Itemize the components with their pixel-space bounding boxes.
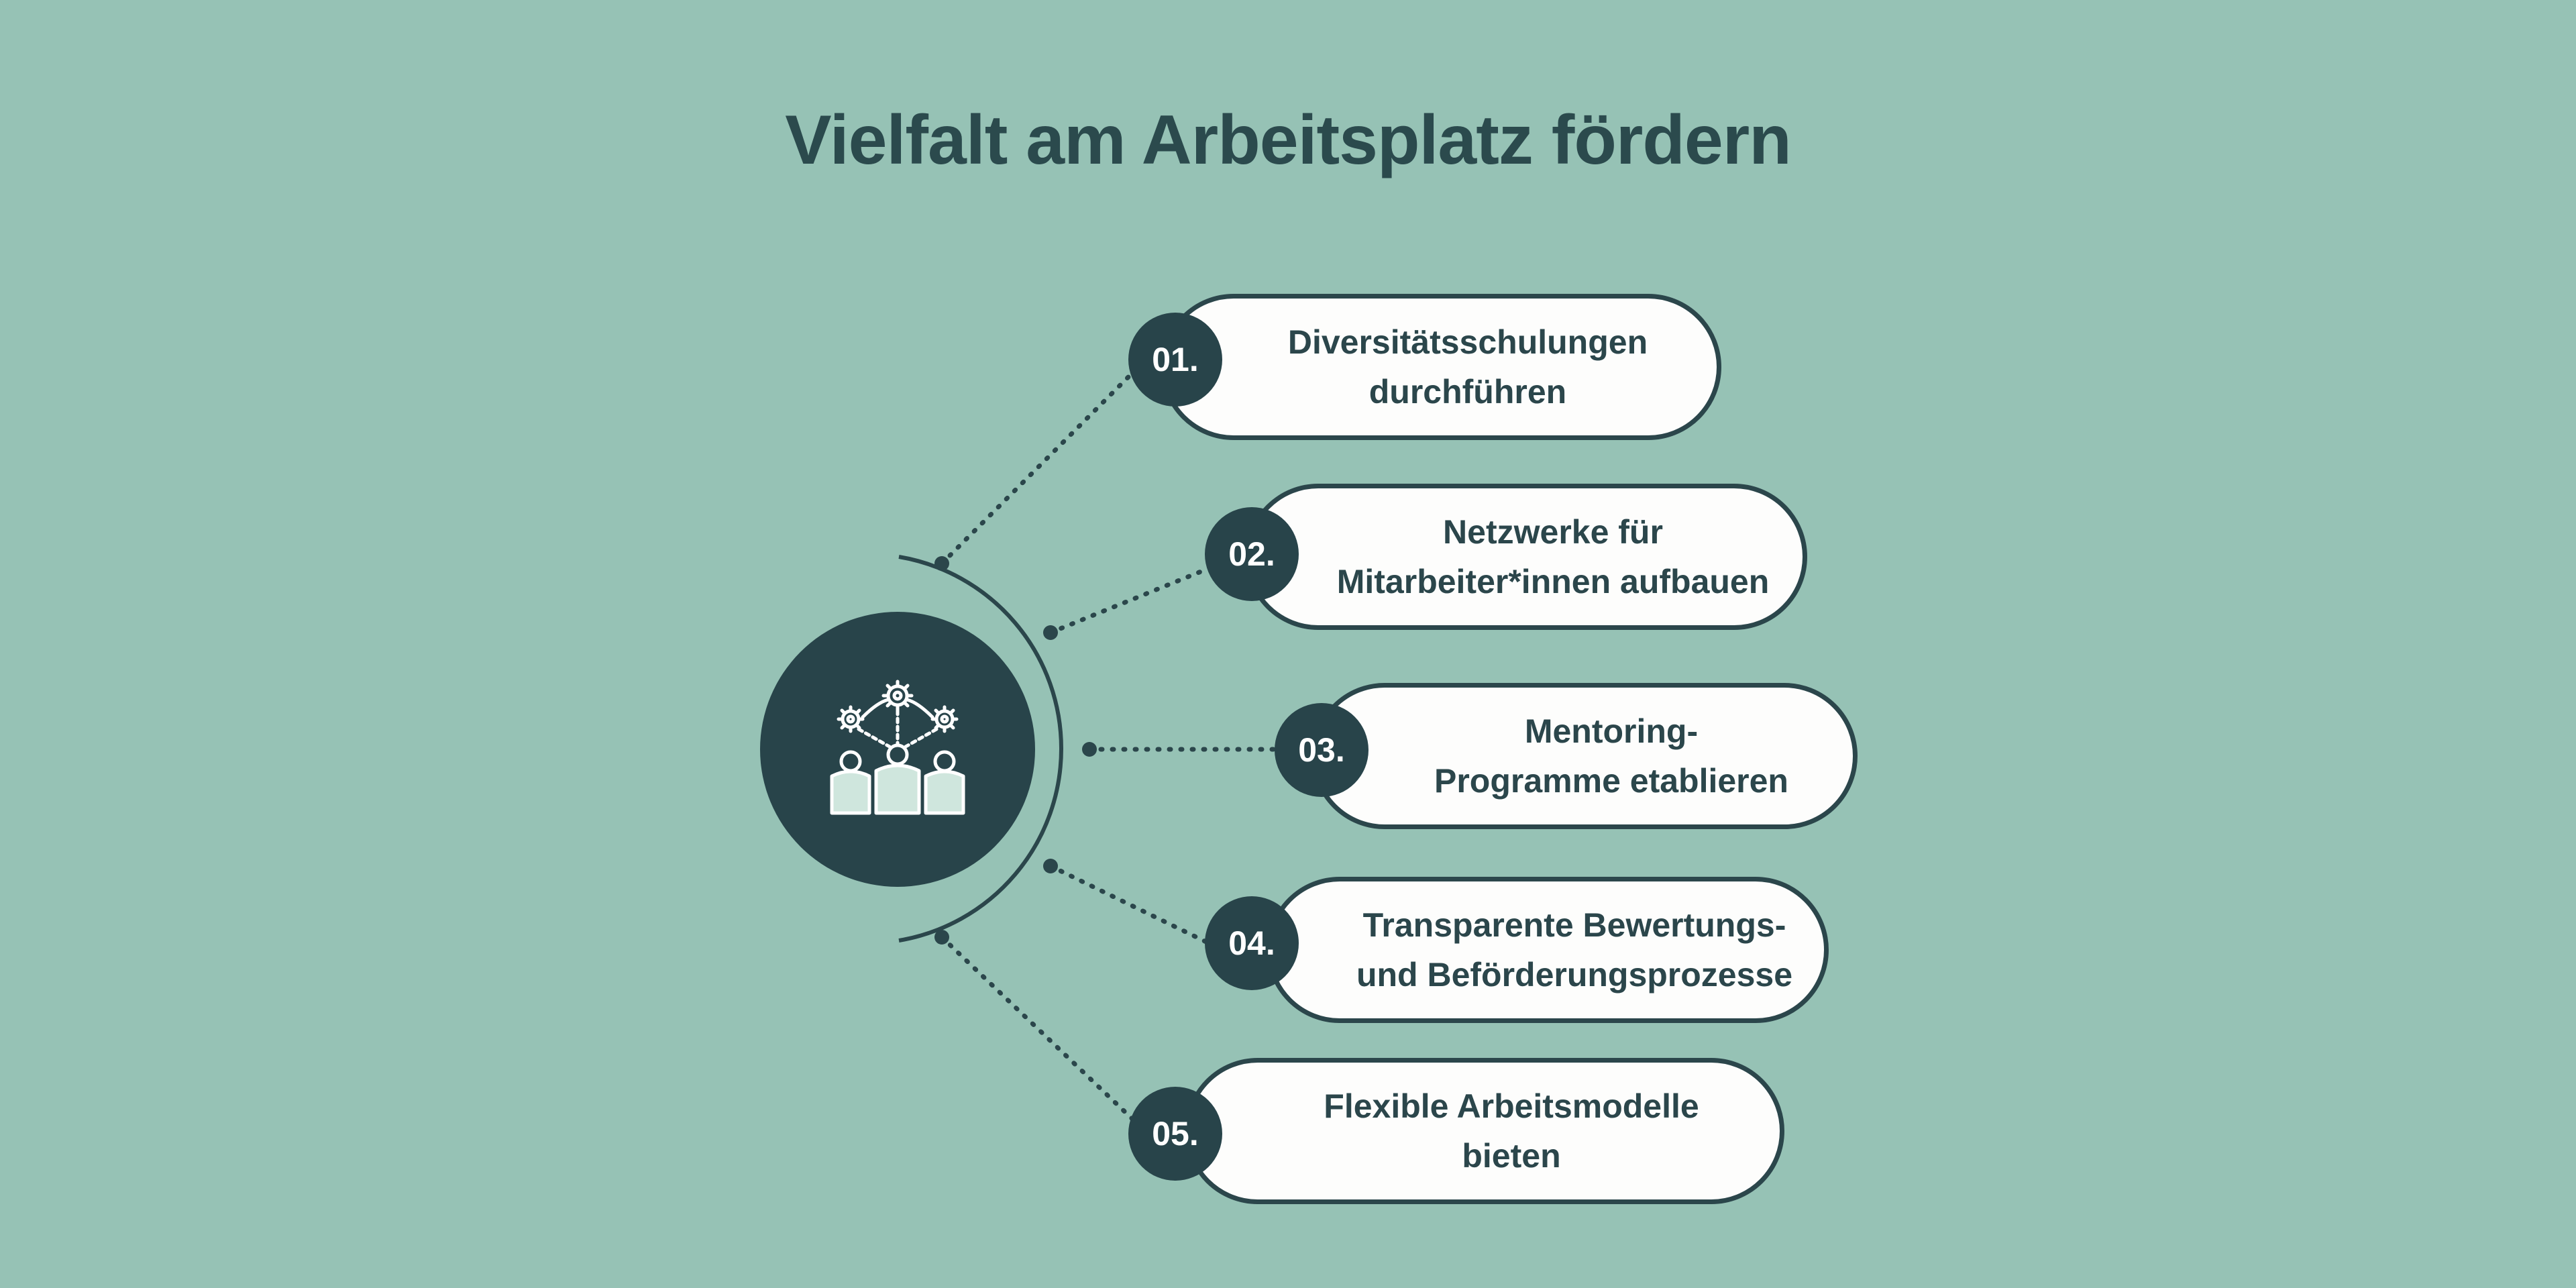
connector-5 <box>939 934 1135 1122</box>
step-card-2: Netzwerke für Mitarbeiter*innen aufbauen <box>1245 484 1807 630</box>
connector-4 <box>1048 863 1210 945</box>
step-number-4: 04. <box>1205 896 1299 990</box>
step-number-2: 02. <box>1205 507 1299 601</box>
connector-2 <box>1048 566 1210 635</box>
step-number-1: 01. <box>1128 313 1222 407</box>
step-card-5: Flexible Arbeitsmodelle bieten <box>1185 1058 1784 1204</box>
step-label-4: Transparente Bewertungs- und Beförderung… <box>1356 906 1793 994</box>
step-number-3: 03. <box>1275 703 1368 797</box>
team-network-icon <box>830 680 965 815</box>
node-3 <box>1082 742 1097 757</box>
step-card-4: Transparente Bewertungs- und Beförderung… <box>1267 877 1829 1023</box>
step-label-3: Mentoring- Programme etablieren <box>1434 712 1788 800</box>
page-title: Vielfalt am Arbeitsplatz fördern <box>785 101 1791 179</box>
step-card-3: Mentoring- Programme etablieren <box>1311 683 1858 829</box>
step-label-5: Flexible Arbeitsmodelle bieten <box>1324 1087 1699 1175</box>
step-number-5: 05. <box>1128 1087 1222 1181</box>
connector-1 <box>939 370 1135 566</box>
step-label-1: Diversitätsschulungen durchführen <box>1287 323 1648 411</box>
node-2 <box>1043 625 1058 640</box>
node-5 <box>934 930 949 945</box>
arc <box>898 555 1063 943</box>
hub-circle <box>760 612 1035 887</box>
node-1 <box>934 556 949 571</box>
node-4 <box>1043 859 1058 873</box>
step-label-2: Netzwerke für Mitarbeiter*innen aufbauen <box>1336 513 1770 600</box>
step-card-1: Diversitätsschulungen durchführen <box>1161 294 1721 440</box>
